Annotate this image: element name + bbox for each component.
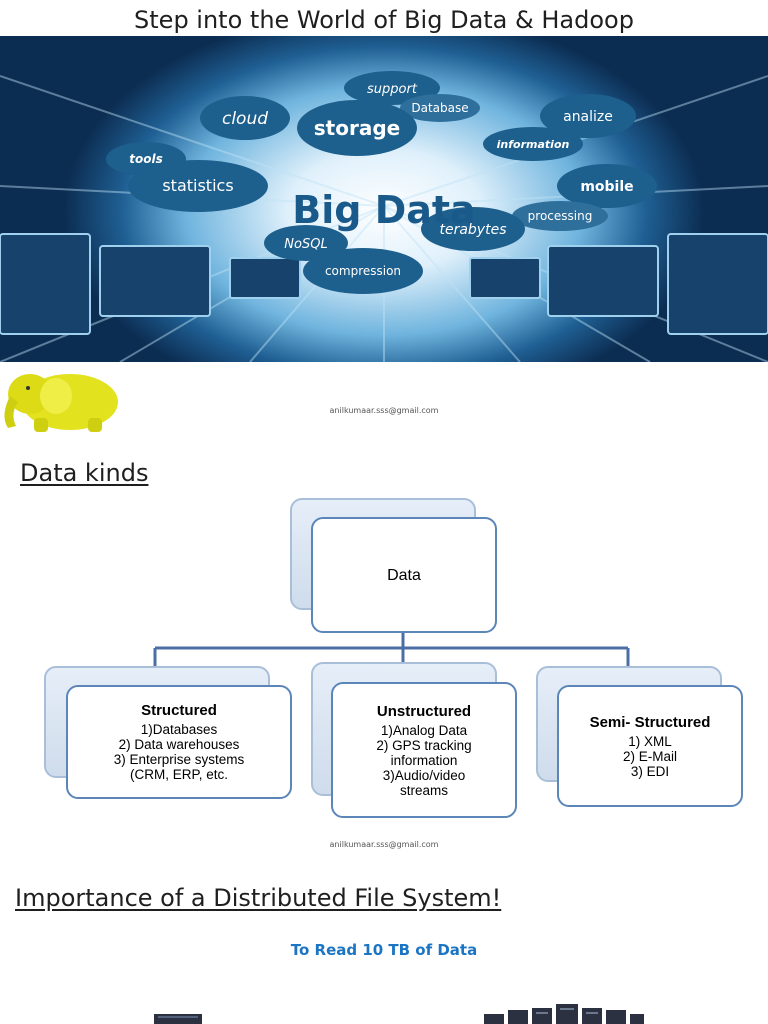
cloud-compression: compression <box>325 264 401 278</box>
cloud-analize: analize <box>563 109 613 125</box>
cloud-mobile: mobile <box>580 179 633 195</box>
structured-line-4: (CRM, ERP, etc. <box>129 767 229 782</box>
banner-headline: Big Data <box>292 188 476 232</box>
semi-structured-title: Semi- Structured <box>589 713 711 731</box>
semi-structured-box: Semi- Structured 1) XML 2) E-Mail 3) EDI <box>557 685 743 807</box>
semi-structured-line-1: 1) XML <box>628 733 672 749</box>
unstructured-line-3: information <box>390 752 458 768</box>
unstructured-line-2: 2) GPS tracking <box>376 737 472 753</box>
read-10tb-caption: To Read 10 TB of Data <box>290 941 478 959</box>
cloud-database: Database <box>411 101 468 115</box>
section-heading-data-kinds: Data kinds <box>20 459 149 487</box>
author-email: anilkumaar.sss@gmail.com <box>329 406 439 415</box>
cloud-information: information <box>497 138 570 151</box>
structured-box: Structured 1)Databases 2) Data warehouse… <box>66 685 292 799</box>
page-title: Step into the World of Big Data & Hadoop <box>134 6 634 34</box>
hadoop-elephant-logo <box>4 374 118 432</box>
structured-line-1: 1)Databases <box>140 722 218 737</box>
big-data-banner: support Database cloud storage analize i… <box>0 36 768 362</box>
unstructured-line-1: 1)Analog Data <box>380 722 468 738</box>
root-box: Data <box>311 517 497 633</box>
unstructured-line-4: 3)Audio/video <box>382 767 466 783</box>
section-heading-dfs: Importance of a Distributed File System! <box>15 884 502 912</box>
cloud-storage: storage <box>314 116 400 140</box>
cloud-support: support <box>367 82 418 97</box>
unstructured-line-5: streams <box>399 782 448 798</box>
cloud-nosql: NoSQL <box>284 237 327 252</box>
structured-title: Structured <box>141 702 217 719</box>
single-server-image <box>154 1014 202 1024</box>
semi-structured-line-2: 2) E-Mail <box>622 748 677 764</box>
cloud-cloud: cloud <box>222 109 268 129</box>
cloud-processing: processing <box>528 209 593 223</box>
cloud-statistics: statistics <box>162 176 233 195</box>
structured-line-3: 3) Enterprise systems <box>113 752 245 767</box>
data-kinds-diagram: Data Structured 1)Databases 2) Data ware… <box>0 490 768 830</box>
banner-artwork: support Database cloud storage analize i… <box>0 71 768 362</box>
semi-structured-line-3: 3) EDI <box>630 763 670 779</box>
root-label: Data <box>387 566 421 584</box>
unstructured-title: Unstructured <box>376 702 472 720</box>
cloud-terabytes: terabytes <box>439 222 506 238</box>
server-cluster-image <box>484 1004 644 1024</box>
cloud-tools: tools <box>129 152 162 166</box>
structured-line-2: 2) Data warehouses <box>118 737 240 752</box>
author-email-footer: anilkumaar.sss@gmail.com <box>329 840 439 849</box>
unstructured-box: Unstructured 1)Analog Data 2) GPS tracki… <box>331 682 517 818</box>
